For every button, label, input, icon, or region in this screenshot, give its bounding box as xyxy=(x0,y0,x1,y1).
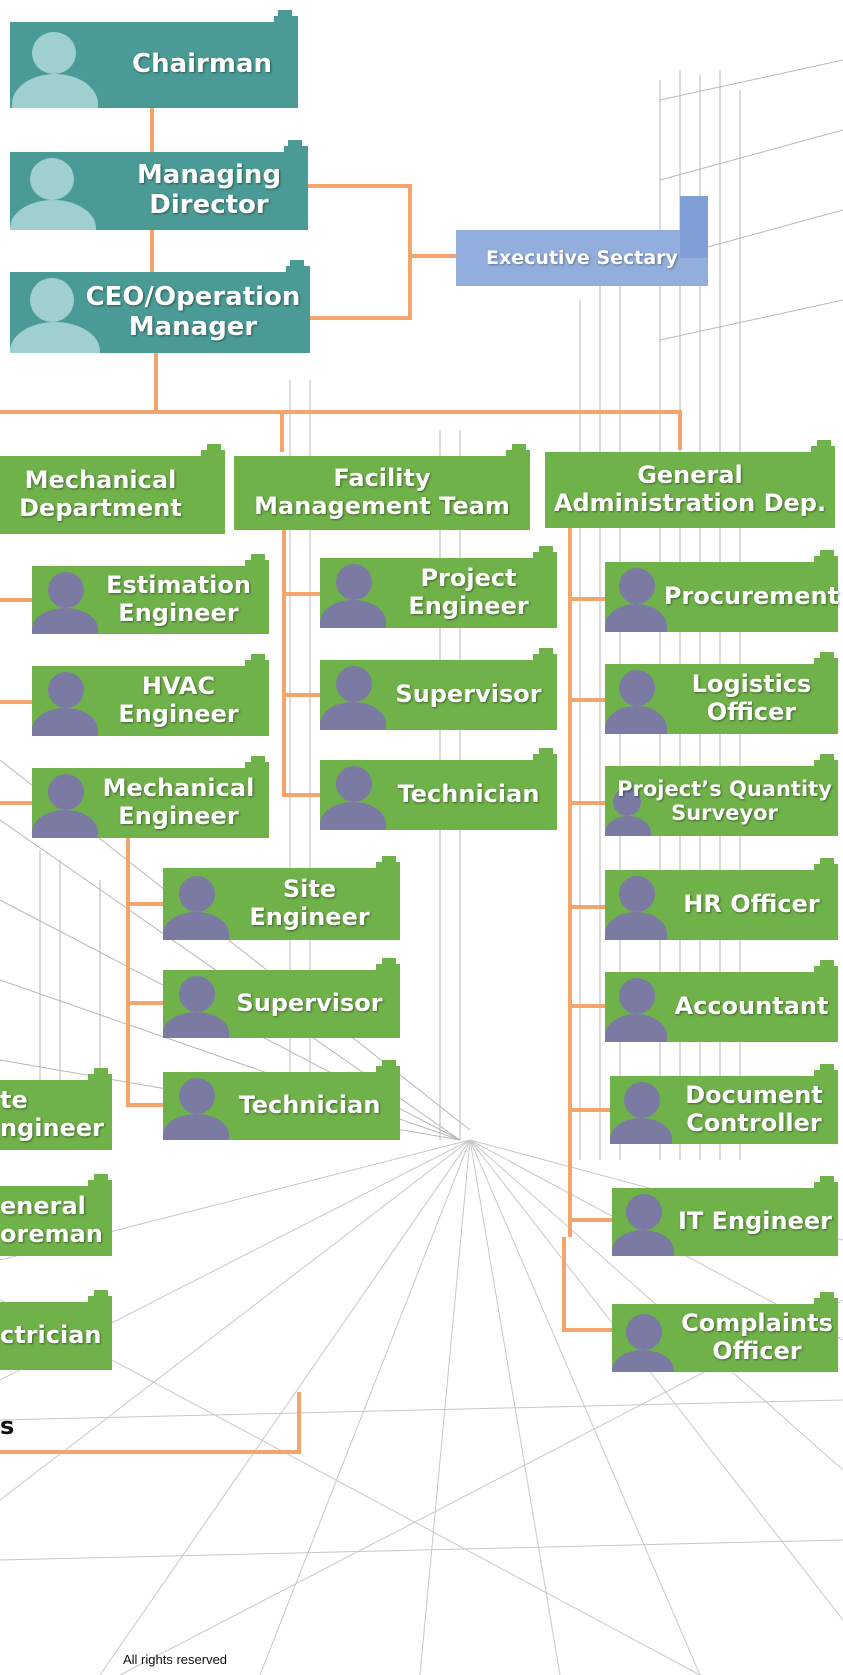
node-label: CEO/Operation Manager xyxy=(85,281,301,342)
person-icon xyxy=(612,1188,674,1256)
node-label: Logistics Officer xyxy=(691,670,812,726)
node-logistics-officer: Logistics Officer xyxy=(605,652,838,734)
node-label: HR Officer xyxy=(683,890,820,919)
node-label: Chairman xyxy=(131,49,273,80)
person-icon xyxy=(320,760,386,830)
node-label: eneral oreman xyxy=(0,1192,103,1248)
node-left-general-foreman: eneral oreman xyxy=(0,1174,112,1256)
node-label: Facility Management Team xyxy=(254,464,510,520)
person-icon xyxy=(10,22,100,108)
connector-fm-bus xyxy=(282,528,320,797)
node-left-site-engineer: te ngineer xyxy=(0,1068,112,1150)
node-document-controller: Document Controller xyxy=(610,1064,838,1144)
node-label: HVAC Engineer xyxy=(118,672,239,728)
node-fm-supervisor: Supervisor xyxy=(320,648,557,730)
node-label: Managing Director xyxy=(136,160,282,220)
node-it-engineer: IT Engineer xyxy=(612,1176,838,1256)
node-label: te ngineer xyxy=(0,1086,104,1142)
node-label: Project Engineer xyxy=(408,564,529,620)
node-label: Procurement xyxy=(663,582,840,611)
person-icon xyxy=(10,272,100,353)
node-procurement: Procurement xyxy=(605,550,840,632)
node-managing-director: Managing Director xyxy=(10,140,308,230)
person-icon xyxy=(605,870,667,940)
footer-text: All rights reserved xyxy=(123,1652,228,1667)
connector-main-bus xyxy=(0,410,682,450)
node-accountant: Accountant xyxy=(605,960,838,1042)
person-icon xyxy=(32,566,98,634)
node-hr-officer: HR Officer xyxy=(605,858,838,940)
connector-mecheng-children xyxy=(126,838,163,1107)
node-label: Project’s Quantity Surveyor xyxy=(617,776,832,825)
cut-off-label: s xyxy=(0,1412,15,1440)
node-executive-secretary: Executive Sectary xyxy=(456,230,708,286)
node-estimation-engineer: Estimation Engineer xyxy=(32,554,269,634)
node-label: Technician xyxy=(238,1091,381,1120)
person-icon xyxy=(10,152,96,230)
node-label: Mechanical Engineer xyxy=(102,774,255,830)
node-label: Supervisor xyxy=(236,989,383,1018)
node-chairman: Chairman xyxy=(10,10,298,108)
node-hvac-engineer: HVAC Engineer xyxy=(32,654,269,736)
person-icon xyxy=(610,1076,672,1144)
person-icon xyxy=(612,1304,674,1372)
node-label: Executive Sectary xyxy=(486,247,678,269)
node-mechanical-department: Mechanical Department xyxy=(0,444,225,534)
node-label: Accountant xyxy=(674,992,829,1021)
connector-exec xyxy=(308,184,412,320)
node-fm-technician: Technician xyxy=(320,748,557,830)
node-label: Technician xyxy=(397,780,540,809)
node-label: General Administration Dep. xyxy=(553,461,827,517)
node-mech-supervisor: Supervisor xyxy=(163,958,400,1038)
person-icon xyxy=(605,562,667,632)
person-icon xyxy=(163,1072,229,1140)
node-label: IT Engineer xyxy=(677,1207,833,1236)
node-project-engineer: Project Engineer xyxy=(320,546,557,628)
node-facility-management-team: Facility Management Team xyxy=(234,444,530,530)
node-label: ctrician xyxy=(0,1321,102,1350)
person-icon xyxy=(320,660,386,730)
person-icon xyxy=(163,970,229,1038)
connector-bottom xyxy=(0,1392,301,1454)
node-site-engineer: Site Engineer xyxy=(163,856,400,940)
node-label: Site Engineer xyxy=(249,875,370,931)
person-icon xyxy=(605,972,667,1042)
node-mech-technician: Technician xyxy=(163,1060,400,1140)
node-label: Document Controller xyxy=(685,1081,823,1137)
node-label: Supervisor xyxy=(395,680,542,709)
executive-tab-decoration xyxy=(680,196,708,258)
node-mechanical-engineer: Mechanical Engineer xyxy=(32,756,269,838)
person-icon xyxy=(320,558,386,628)
connector-ga-bus2 xyxy=(562,1237,612,1332)
node-quantity-surveyor: Project’s Quantity Surveyor xyxy=(605,754,838,836)
node-ceo: CEO/Operation Manager xyxy=(10,260,310,353)
node-label: Mechanical Department xyxy=(19,466,182,522)
person-icon xyxy=(32,666,98,736)
person-icon xyxy=(605,664,667,734)
node-label: Estimation Engineer xyxy=(106,571,251,627)
node-general-administration: General Administration Dep. xyxy=(545,440,835,528)
node-left-electrician: ctrician xyxy=(0,1290,112,1370)
person-icon xyxy=(163,868,229,940)
person-icon xyxy=(32,768,98,838)
node-complaints-officer: Complaints Officer xyxy=(612,1292,838,1372)
person-icon xyxy=(605,766,651,836)
node-label: Complaints Officer xyxy=(681,1309,833,1365)
